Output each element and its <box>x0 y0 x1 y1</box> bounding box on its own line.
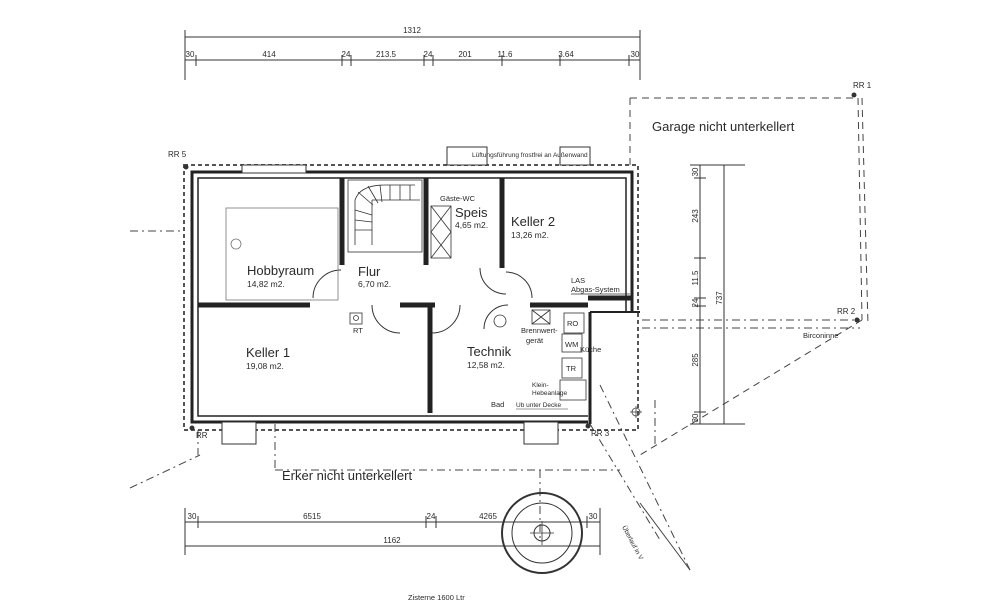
dim-right-seg-4: 24 <box>691 298 700 307</box>
windows <box>221 146 591 445</box>
keller2-label: Keller 2 <box>511 214 555 229</box>
door-swings <box>312 267 533 334</box>
dim-top-seg-3: 24 <box>342 50 351 59</box>
rr2-label: RR 2 <box>837 307 856 316</box>
flur-area: 6,70 m2. <box>358 279 391 289</box>
rr1-marker <box>851 92 857 98</box>
dim-bottom-seg-4: 4265 <box>479 512 497 521</box>
speis-label: Speis <box>455 205 488 220</box>
garage-note: Garage nicht unterkellert <box>652 119 795 134</box>
slope-line <box>639 502 691 571</box>
outdoor-crosshair <box>630 406 642 418</box>
ub-label: Ub unter Decke <box>516 402 562 409</box>
dim-right-seg-1: 30 <box>691 167 700 176</box>
dim-bottom-seg-3: 24 <box>427 512 436 521</box>
staircase <box>347 179 423 253</box>
keller1-label: Keller 1 <box>246 345 290 360</box>
tr-label: TR <box>566 364 577 373</box>
dim-right-total: 737 <box>715 291 724 305</box>
rr5-marker <box>183 164 189 170</box>
dim-bottom-seg-2: 6515 <box>303 512 321 521</box>
erker-note: Erker nicht unterkellert <box>282 468 412 483</box>
technik-label: Technik <box>467 344 512 359</box>
rr5-label: RR 5 <box>168 150 187 159</box>
dim-bottom-total: 1162 <box>383 536 401 545</box>
rr3-marker <box>585 423 591 429</box>
dim-top-seg-7: 11.6 <box>498 50 514 59</box>
bottom-dimension-chain <box>184 508 601 555</box>
cistern-label: Zisterne 1600 Ltr <box>408 593 465 602</box>
lower-right-notch <box>588 311 640 424</box>
garage-outline <box>629 97 869 456</box>
brennwert-label-1: Brennwert- <box>521 326 558 335</box>
keller1-area: 19,08 m2. <box>246 361 284 371</box>
ueberlauf-label: Überlauf in V <box>620 524 645 562</box>
hobbyraum-table <box>225 207 339 301</box>
birconinne-label: Birconinne <box>803 331 838 340</box>
dim-top-seg-6: 201 <box>458 50 472 59</box>
gaeste-wc-label: Gäste-WC <box>440 194 476 203</box>
rt-symbol <box>349 312 363 325</box>
rt-label: RT <box>353 326 363 335</box>
lueftung-note: Lüftungsführung frostfrei an Außenwand <box>472 152 588 159</box>
keller2-area: 13,26 m2. <box>511 230 549 240</box>
rr4-marker <box>189 425 195 431</box>
cistern <box>501 492 583 574</box>
hebeanlage-label-1: Klein- <box>532 382 549 389</box>
ro-label: RO <box>567 319 578 328</box>
dim-right-seg-5: 285 <box>691 353 700 367</box>
interior-walls <box>198 178 632 413</box>
dim-top-seg-9: 30 <box>631 50 640 59</box>
dim-bottom-seg-1: 30 <box>188 512 197 521</box>
technik-equipment <box>493 309 587 401</box>
rt-symbol-core <box>353 315 359 321</box>
hobbyraum-label: Hobbyraum <box>247 263 314 278</box>
dim-top-seg-1: 30 <box>186 50 195 59</box>
pipe-lines <box>129 230 860 571</box>
dim-right-seg-6: 30 <box>691 413 700 422</box>
technik-area: 12,58 m2. <box>467 360 505 370</box>
dim-bottom-seg-5: 30 <box>589 512 598 521</box>
rr3-label: RR 3 <box>591 429 610 438</box>
las-label: LAS <box>571 276 585 285</box>
rr4-label: RR <box>196 431 208 440</box>
abgas-label: Abgas-System <box>571 285 620 294</box>
wm-label: WM <box>565 340 578 349</box>
hobbyraum-area: 14,82 m2. <box>247 279 285 289</box>
hebeanlage-label-2: Hebeanlage <box>532 390 567 397</box>
bad-label: Bad <box>491 400 504 409</box>
dim-right-seg-2: 243 <box>691 209 700 223</box>
dim-top-seg-2: 414 <box>262 50 276 59</box>
exterior-walls <box>183 164 639 431</box>
right-dimension-chain <box>690 164 745 425</box>
speis-shelf <box>430 205 452 259</box>
flur-label: Flur <box>358 264 381 279</box>
rr2-marker <box>854 317 860 323</box>
dim-top-seg-4: 213.5 <box>376 50 397 59</box>
top-dimension-chain <box>184 30 641 80</box>
dim-top-seg-5: 24 <box>424 50 433 59</box>
kueche-label: Küche <box>580 345 601 354</box>
rr1-label: RR 1 <box>853 81 872 90</box>
dim-top-seg-8: 3.64 <box>558 50 574 59</box>
dim-right-seg-3: 11.5 <box>691 270 700 286</box>
brennwert-label-2: gerät <box>526 336 544 345</box>
speis-area: 4,65 m2. <box>455 220 488 230</box>
dim-top-total: 1312 <box>403 26 421 35</box>
